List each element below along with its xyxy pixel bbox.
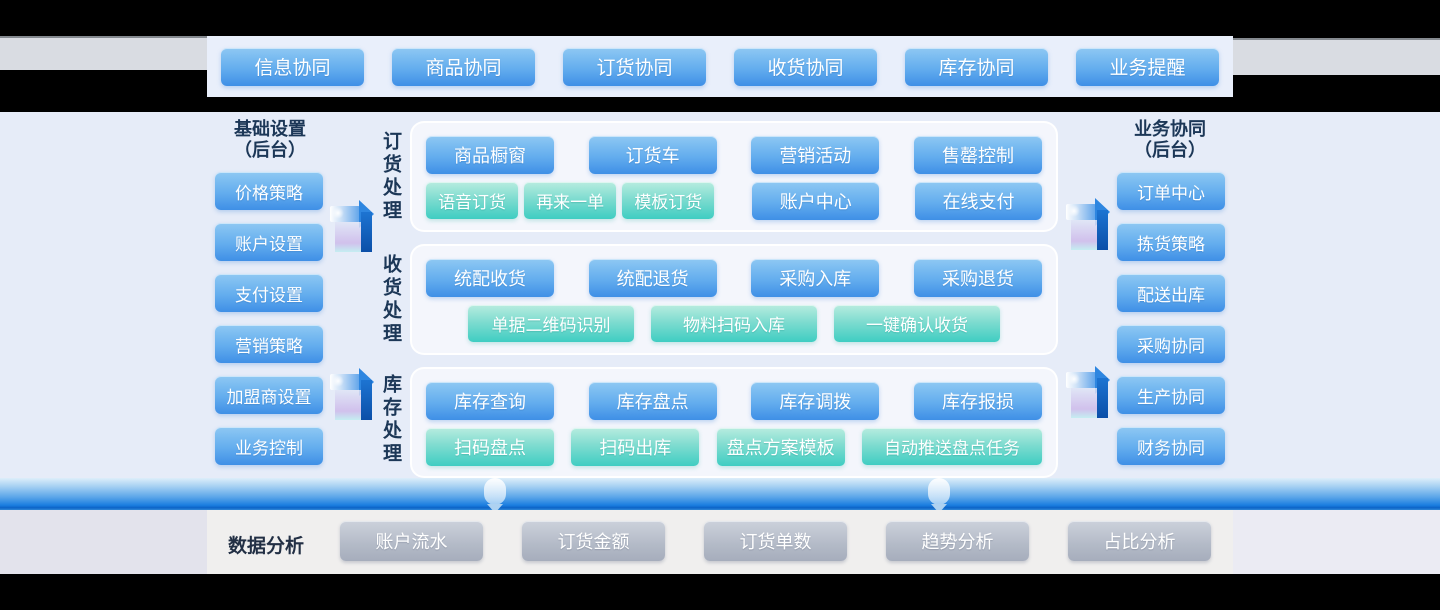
data-analysis-row: 账户流水 订货金额 订货单数 趋势分析 占比分析: [340, 521, 1211, 561]
section-label-ordering: 订货处理: [380, 131, 401, 223]
right-title-line2: （后台）: [1134, 140, 1206, 160]
left-column-basic-settings: 价格策略 账户设置 支付设置 营销策略 加盟商设置 业务控制: [215, 172, 323, 465]
left-item-marketing-strategy[interactable]: 营销策略: [215, 325, 323, 363]
data-analysis-label: 数据分析: [228, 536, 305, 557]
right-item-delivery-outbound[interactable]: 配送出库: [1117, 274, 1225, 312]
section-ordering: 商品橱窗 订货车 营销活动 售罄控制 语音订货 再来一单 模板订货 账户中心 在…: [410, 121, 1058, 232]
chip-scan-outbound[interactable]: 扫码出库: [571, 428, 700, 466]
right-title-line1: 业务协同: [1134, 119, 1206, 139]
top-button-receive-collab[interactable]: 收货协同: [734, 47, 877, 86]
flow-arrow-icon: [1066, 196, 1114, 252]
left-column-title: 基础设置 （后台）: [207, 119, 333, 161]
down-arrow-icon: [484, 478, 506, 513]
chip-soldout-control[interactable]: 售罄控制: [913, 136, 1042, 174]
chip-scan-inbound[interactable]: 物料扫码入库: [651, 305, 817, 342]
right-item-finance-collab[interactable]: 财务协同: [1117, 427, 1225, 465]
left-item-account-settings[interactable]: 账户设置: [215, 223, 323, 261]
analysis-account-flow[interactable]: 账户流水: [340, 521, 483, 561]
right-column-business-collab: 订单中心 拣货策略 配送出库 采购协同 生产协同 财务协同: [1117, 172, 1225, 465]
chip-inventory-transfer[interactable]: 库存调拨: [751, 382, 880, 420]
chip-inventory-count[interactable]: 库存盘点: [588, 382, 717, 420]
chip-one-click-confirm[interactable]: 一键确认收货: [834, 305, 1000, 342]
left-item-franchisee-settings[interactable]: 加盟商设置: [215, 376, 323, 414]
flow-arrow-icon: [1066, 364, 1114, 420]
flow-arrow-icon: [330, 366, 378, 422]
flow-arrow-icon: [330, 198, 378, 254]
top-collaboration-bar: 信息协同 商品协同 订货协同 收货协同 库存协同 业务提醒: [207, 36, 1233, 97]
chip-order-cart[interactable]: 订货车: [588, 136, 717, 174]
top-button-inventory-collab[interactable]: 库存协同: [905, 47, 1048, 86]
right-item-picking-strategy[interactable]: 拣货策略: [1117, 223, 1225, 261]
chip-voice-order[interactable]: 语音订货: [426, 182, 519, 219]
analysis-proportion[interactable]: 占比分析: [1068, 521, 1211, 561]
top-button-order-collab[interactable]: 订货协同: [563, 47, 706, 86]
left-title-line1: 基础设置: [234, 119, 306, 139]
chip-qrcode-recognition[interactable]: 单据二维码识别: [468, 305, 634, 342]
left-item-business-control[interactable]: 业务控制: [215, 427, 323, 465]
right-item-purchase-collab[interactable]: 采购协同: [1117, 325, 1225, 363]
chip-auto-push-count-task[interactable]: 自动推送盘点任务: [861, 428, 1042, 465]
bottom-black-strip: [0, 574, 1440, 610]
analysis-order-count[interactable]: 订货单数: [704, 521, 847, 561]
chip-goods-showcase[interactable]: 商品橱窗: [426, 136, 554, 174]
chip-inventory-query[interactable]: 库存查询: [426, 382, 554, 420]
top-left-strip: [0, 36, 207, 70]
section-receiving: 统配收货 统配退货 采购入库 采购退货 单据二维码识别 物料扫码入库 一键确认收…: [410, 244, 1058, 355]
top-button-goods-collab[interactable]: 商品协同: [392, 47, 535, 86]
divider-band: [0, 97, 1440, 112]
chip-account-center[interactable]: 账户中心: [752, 182, 880, 220]
section-label-receiving: 收货处理: [380, 254, 401, 346]
left-item-price-strategy[interactable]: 价格策略: [215, 172, 323, 210]
analysis-trend[interactable]: 趋势分析: [886, 521, 1029, 561]
chip-scan-count[interactable]: 扫码盘点: [426, 428, 554, 466]
section-label-inventory: 库存处理: [380, 374, 401, 466]
chip-marketing-activity[interactable]: 营销活动: [751, 136, 880, 174]
chip-purchase-inbound[interactable]: 采购入库: [751, 259, 880, 297]
down-arrow-icon: [928, 478, 950, 513]
chip-unified-receiving[interactable]: 统配收货: [426, 259, 554, 297]
top-button-business-alert[interactable]: 业务提醒: [1076, 47, 1219, 86]
bottom-left-strip: [0, 510, 207, 574]
right-item-order-center[interactable]: 订单中心: [1117, 172, 1225, 210]
left-item-payment-settings[interactable]: 支付设置: [215, 274, 323, 312]
chip-unified-return[interactable]: 统配退货: [588, 259, 717, 297]
bottom-right-strip: [1233, 510, 1440, 574]
chip-online-payment[interactable]: 在线支付: [915, 182, 1042, 220]
chip-reorder[interactable]: 再来一单: [524, 182, 617, 219]
chip-purchase-return[interactable]: 采购退货: [913, 259, 1042, 297]
chip-template-order[interactable]: 模板订货: [622, 182, 715, 219]
chip-count-template[interactable]: 盘点方案模板: [716, 428, 845, 466]
flow-bar: [0, 478, 1440, 513]
right-column-title: 业务协同 （后台）: [1107, 119, 1233, 161]
right-item-production-collab[interactable]: 生产协同: [1117, 376, 1225, 414]
analysis-order-amount[interactable]: 订货金额: [522, 521, 665, 561]
section-inventory: 库存查询 库存盘点 库存调拨 库存报损 扫码盘点 扫码出库 盘点方案模板 自动推…: [410, 367, 1058, 478]
top-button-info-collab[interactable]: 信息协同: [221, 47, 364, 86]
chip-inventory-loss[interactable]: 库存报损: [913, 382, 1042, 420]
top-right-strip: [1233, 38, 1440, 75]
left-title-line2: （后台）: [234, 140, 306, 160]
